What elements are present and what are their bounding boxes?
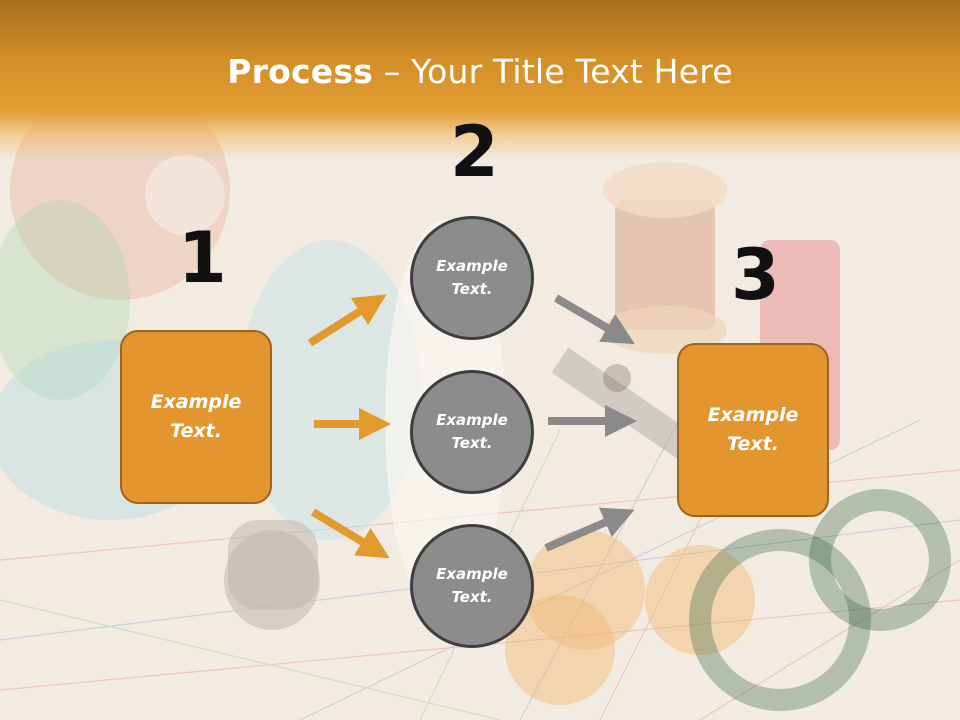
step-number-2: 2 xyxy=(450,111,499,193)
slide-title: Process – Your Title Text Here xyxy=(0,52,960,91)
step-3-text: Example Text. xyxy=(707,404,799,455)
arrow-1-to-top xyxy=(307,294,387,347)
step-number-3: 3 xyxy=(731,234,780,316)
step-number-1: 1 xyxy=(178,217,227,299)
circle-top-text: Example Text. xyxy=(436,257,508,298)
circle-middle-text: Example Text. xyxy=(436,411,508,452)
title-bold: Process xyxy=(227,52,374,91)
circle-bottom-text: Example Text. xyxy=(436,565,508,606)
arrow-top-to-3 xyxy=(553,294,635,345)
step-2-circle-bottom: Example Text. xyxy=(410,524,534,648)
step-2-circle-top: Example Text. xyxy=(410,216,534,340)
title-rest: – Your Title Text Here xyxy=(373,52,733,91)
title-bar xyxy=(0,0,960,160)
step-3-box: Example Text. xyxy=(677,343,829,517)
step-2-circle-middle: Example Text. xyxy=(410,370,534,494)
step-1-text: Example Text. xyxy=(150,391,242,442)
arrow-bottom-to-3 xyxy=(544,507,635,552)
arrow-1-to-bottom xyxy=(310,508,390,559)
step-1-box: Example Text. xyxy=(120,330,272,504)
